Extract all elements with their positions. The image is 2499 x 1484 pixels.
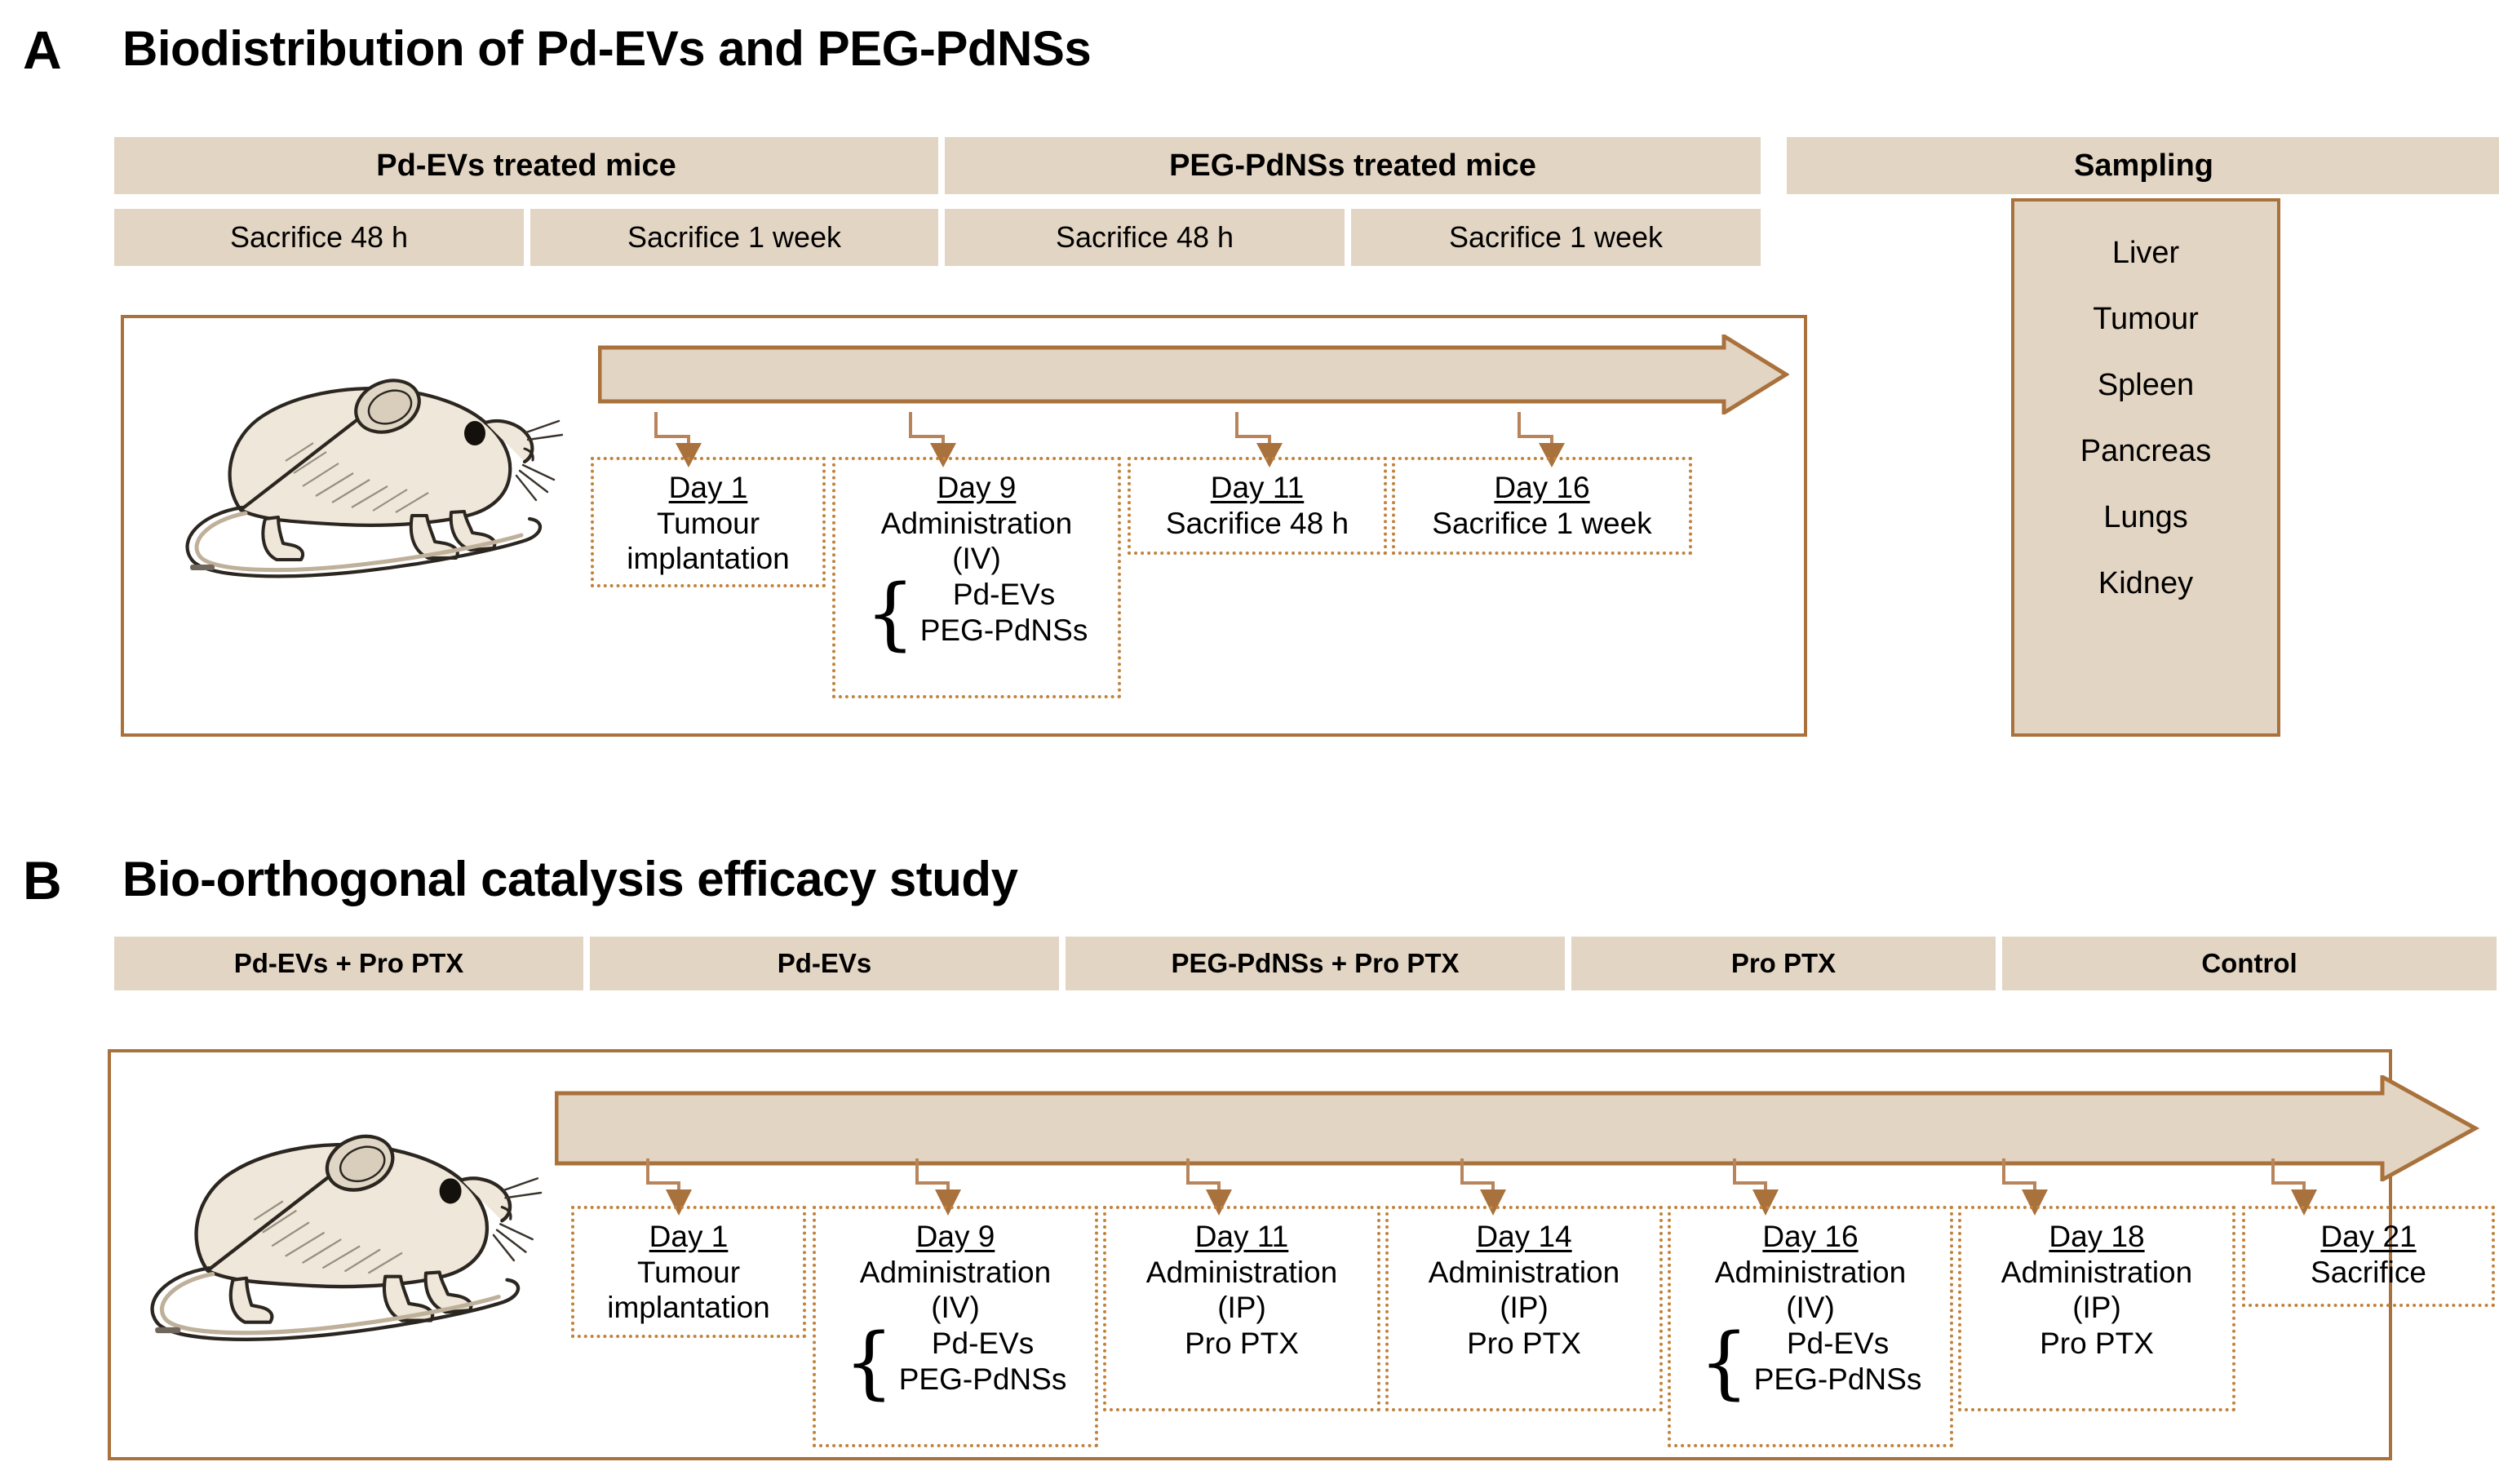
panel-a-group-header-0: Pd-EVs treated mice [114,137,938,194]
event-box-day-16: Day 16 Sacrifice 1 week [1392,457,1692,555]
sampling-organ-lungs: Lungs [2103,500,2188,534]
event-line: (IV) [1786,1291,1835,1325]
panel-a-title: Biodistribution of Pd-EVs and PEG-PdNSs [122,21,1092,76]
brace-item: Pd-EVs [931,1326,1035,1360]
event-day-label: Day 1 [649,1220,729,1253]
curly-brace-icon: { [1699,1316,1749,1408]
event-line: (IP) [1500,1291,1549,1325]
panel-a-sub-header-2: Sacrifice 48 h [945,209,1345,266]
panel-a-sampling-header: Sampling [1787,137,2499,194]
event-day-label: Day 11 [1210,471,1305,504]
event-box-day-9: Day 9 Administration (IV) { Pd-EVs PEG-P… [813,1206,1098,1447]
event-day-label: Day 16 [1762,1220,1859,1253]
event-line: (IP) [1217,1291,1266,1325]
event-line: Tumour [656,506,760,540]
event-line: Administration [859,1255,1052,1289]
brace-item: PEG-PdNSs [898,1362,1067,1396]
event-brace-group: { Pd-EVs PEG-PdNSs [1699,1316,1922,1408]
event-line: Administration [1145,1255,1338,1289]
sampling-organ-kidney: Kidney [2098,566,2194,600]
panel-a-sub-header-3: Sacrifice 1 week [1351,209,1761,266]
mouse-illustration [185,379,564,578]
event-brace-group: { Pd-EVs PEG-PdNSs [844,1316,1067,1408]
sampling-organ-liver: Liver [2111,236,2180,270]
brace-item: PEG-PdNSs [919,613,1088,647]
event-day-label: Day 9 [915,1220,995,1253]
event-line: implantation [607,1291,770,1325]
mouse-illustration [150,1134,543,1341]
event-day-label: Day 14 [1476,1220,1572,1253]
event-day-label: Day 1 [668,471,748,504]
event-day-label: Day 9 [937,471,1017,504]
event-line: (IV) [931,1291,980,1325]
panel-b-letter: B [23,850,62,910]
event-line: Pro PTX [1185,1326,1299,1360]
event-line: Pro PTX [1467,1326,1581,1360]
panel-a-sampling-box: Liver Tumour Spleen Pancreas Lungs Kidne… [2011,198,2280,737]
event-box-day-1: Day 1 Tumour implantation [591,457,826,587]
event-day-label: Day 11 [1194,1220,1289,1253]
event-day-label: Day 21 [2320,1220,2417,1253]
sampling-organ-spleen: Spleen [2097,368,2195,402]
event-line: Administration [1714,1255,1907,1289]
brace-item: Pd-EVs [1786,1326,1890,1360]
event-brace-group: { Pd-EVs PEG-PdNSs [865,567,1088,659]
panel-b-title: Bio-orthogonal catalysis efficacy study [122,852,1018,906]
event-box-day-21: Day 21 Sacrifice [2242,1206,2495,1307]
panel-b-group-header-3: Pro PTX [1571,937,1996,990]
brace-item: PEG-PdNSs [1753,1362,1922,1396]
event-line: (IV) [952,542,1001,576]
event-line: Administration [2001,1255,2193,1289]
curly-brace-icon: { [865,567,915,659]
sampling-organ-pancreas: Pancreas [2080,434,2212,468]
panel-b-group-header-4: Control [2002,937,2497,990]
panel-a-sub-header-1: Sacrifice 1 week [530,209,938,266]
event-line: Administration [1428,1255,1620,1289]
panel-a-letter: A [23,20,62,80]
event-box-day-11: Day 11 Administration (IP) Pro PTX [1103,1206,1380,1411]
event-line: (IP) [2072,1291,2121,1325]
event-box-day-14: Day 14 Administration (IP) Pro PTX [1385,1206,1663,1411]
brace-item: Pd-EVs [952,577,1056,611]
sampling-organ-tumour: Tumour [2093,302,2199,336]
event-line: Pro PTX [2040,1326,2154,1360]
panel-b-group-header-1: Pd-EVs [590,937,1059,990]
panel-a-sub-header-0: Sacrifice 48 h [114,209,524,266]
event-box-day-11: Day 11 Sacrifice 48 h [1128,457,1387,555]
event-line: Administration [880,506,1073,540]
curly-brace-icon: { [844,1316,894,1408]
panel-b-group-header-2: PEG-PdNSs + Pro PTX [1066,937,1565,990]
event-line: Sacrifice [2311,1255,2426,1289]
event-line: Sacrifice 1 week [1432,506,1652,540]
event-box-day-16: Day 16 Administration (IV) { Pd-EVs PEG-… [1668,1206,1953,1447]
event-box-day-9: Day 9 Administration (IV) { Pd-EVs PEG-P… [832,457,1121,698]
event-day-label: Day 18 [2049,1220,2145,1253]
panel-b-group-header-0: Pd-EVs + Pro PTX [114,937,583,990]
event-line: Sacrifice 48 h [1165,506,1349,540]
event-box-day-1: Day 1 Tumour implantation [571,1206,806,1338]
event-line: implantation [627,542,790,576]
event-day-label: Day 16 [1494,471,1590,504]
event-line: Tumour [636,1255,741,1289]
panel-a-group-header-1: PEG-PdNSs treated mice [945,137,1761,194]
event-box-day-18: Day 18 Administration (IP) Pro PTX [1958,1206,2235,1411]
